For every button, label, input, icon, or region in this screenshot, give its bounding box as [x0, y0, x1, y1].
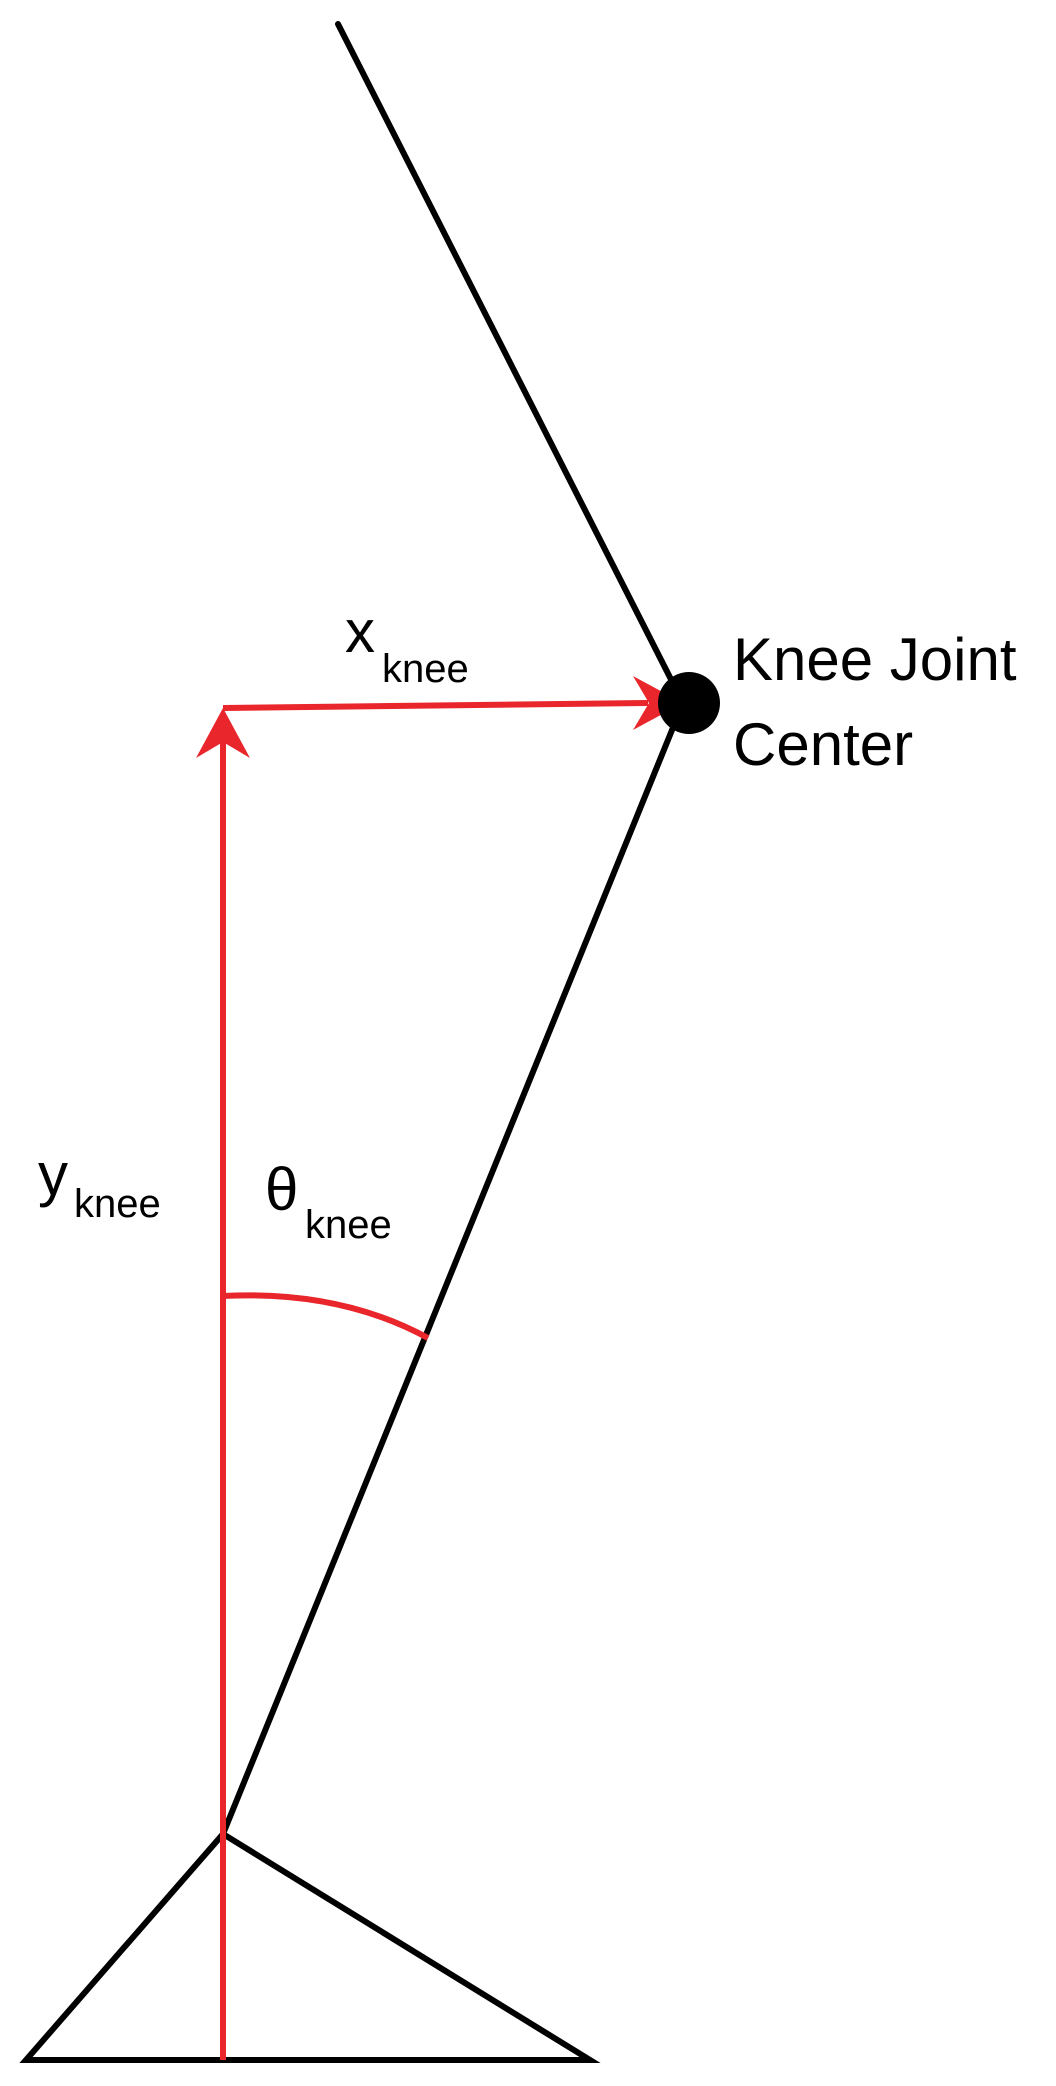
knee-joint-center-label-line2: Center [733, 711, 913, 778]
shank-segment [220, 700, 686, 1837]
y-knee-label-subscript: knee [74, 1182, 161, 1226]
theta-knee-label-base: θ [265, 1156, 298, 1223]
x-knee-label: x knee [345, 598, 469, 691]
filled-circle-icon [658, 672, 720, 734]
x-knee-label-base: x [345, 598, 375, 665]
theta-knee-arc [222, 1292, 430, 1341]
x-knee-arrow-shaft [222, 700, 649, 711]
knee-joint-center-label-line1: Knee Joint [733, 626, 1017, 693]
y-knee-label: y knee [38, 1141, 161, 1226]
y-knee-label-base: y [38, 1141, 68, 1208]
arrowhead-up-icon [196, 708, 250, 758]
theta-knee-label: θ knee [265, 1156, 392, 1247]
foot-triangle [19, 1830, 601, 2063]
theta-knee-label-subscript: knee [305, 1203, 392, 1247]
thigh-segment [335, 21, 686, 706]
x-knee-label-subscript: knee [382, 647, 469, 691]
